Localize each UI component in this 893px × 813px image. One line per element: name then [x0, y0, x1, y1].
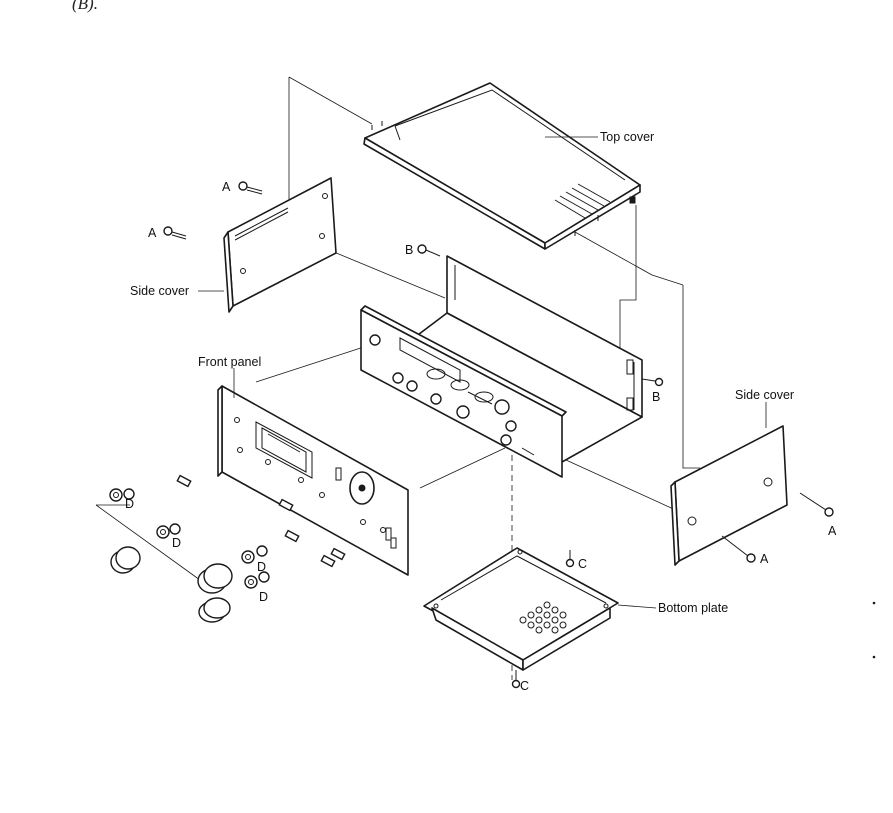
- letter-a-upper-left: A: [222, 180, 231, 194]
- letter-d-3: D: [257, 560, 266, 574]
- margin-speck: [872, 601, 876, 605]
- letter-a-left: A: [148, 226, 157, 240]
- knobs: [110, 546, 233, 623]
- bottom-plate: [423, 547, 619, 671]
- front-panel: [217, 385, 409, 576]
- chassis-jacks: [369, 334, 535, 456]
- header-fragment: (B).: [72, 0, 98, 13]
- label-side-cover-right: Side cover: [735, 388, 794, 402]
- label-top-cover: Top cover: [600, 130, 654, 144]
- top-cover: [363, 82, 641, 250]
- bottom-plate-vent-holes: [519, 601, 567, 634]
- screw-b-lower: [641, 377, 664, 387]
- letter-a-right-lower: A: [760, 552, 769, 566]
- leader-lines: [198, 136, 767, 609]
- chassis: [360, 255, 643, 478]
- letter-d-4: D: [259, 590, 268, 604]
- screw-a-right-lower: [721, 535, 756, 563]
- screw-c-upper: [565, 550, 575, 568]
- screw-a-lower: [163, 226, 187, 240]
- letter-a-right-upper: A: [828, 524, 837, 538]
- washers-d: [109, 488, 270, 589]
- screw-c-lower: [511, 670, 521, 689]
- letter-c-upper: C: [578, 557, 587, 571]
- screw-a-right-upper: [799, 492, 834, 517]
- label-front-panel: Front panel: [198, 355, 261, 369]
- letter-c-lower: C: [520, 679, 529, 693]
- screw-b-upper: [417, 244, 441, 257]
- spacer-pins: [176, 474, 346, 568]
- label-side-cover-left: Side cover: [130, 284, 189, 298]
- letter-d-1: D: [125, 497, 134, 511]
- letter-b-lower: B: [652, 390, 660, 404]
- margin-speck: [872, 655, 876, 659]
- letter-d-2: D: [172, 536, 181, 550]
- side-cover-left: [223, 177, 337, 313]
- side-cover-right: [670, 425, 788, 566]
- label-bottom-plate: Bottom plate: [658, 601, 728, 615]
- top-cover-vent-slots: [554, 183, 611, 219]
- letter-b-upper: B: [405, 243, 413, 257]
- screw-a-upper: [238, 181, 263, 195]
